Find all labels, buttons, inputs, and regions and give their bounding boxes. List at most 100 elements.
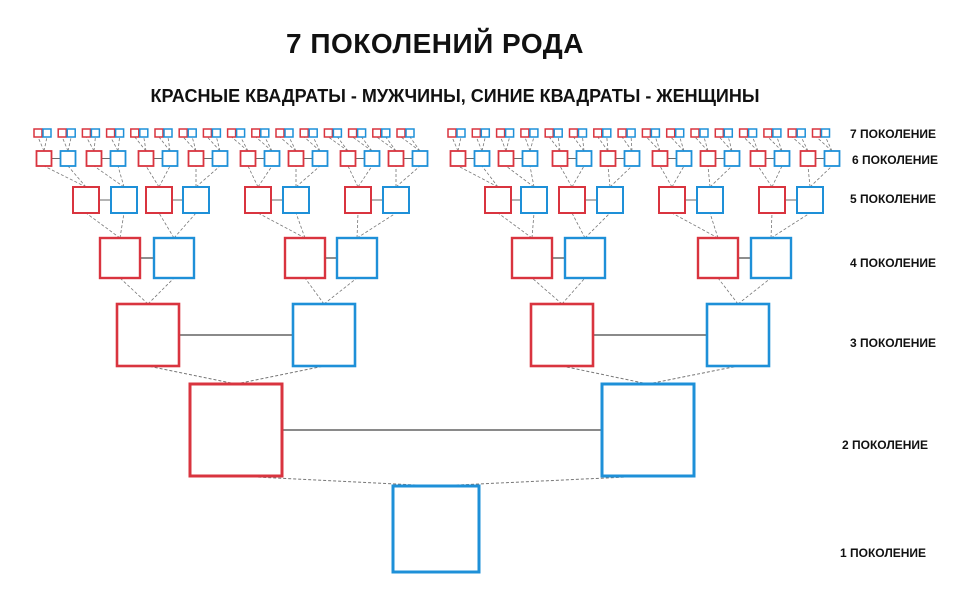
lineage-line-gen4-0-mother xyxy=(119,212,125,239)
ancestor-square-gen2-1-female xyxy=(600,382,696,478)
ancestor-square-gen7-1-female xyxy=(42,128,52,138)
lineage-line-gen5-12-mother xyxy=(671,165,685,188)
lineage-line-gen6-20-father xyxy=(548,136,561,152)
ancestor-square-gen6-21-female xyxy=(575,150,593,167)
lineage-line-gen6-9-mother xyxy=(264,136,273,152)
ancestor-square-gen5-11-female xyxy=(596,186,624,214)
lineage-line-gen5-11-mother xyxy=(609,165,633,188)
lineage-line-gen6-2-mother xyxy=(93,136,96,152)
lineage-line-gen5-8-father xyxy=(457,165,499,188)
ancestor-square-gen7-55-female xyxy=(723,128,734,138)
lineage-line-gen6-30-father xyxy=(791,136,809,152)
ancestor-square-gen7-3-female xyxy=(66,128,76,138)
ancestor-square-gen6-6-male xyxy=(187,150,205,167)
lineage-line-gen5-4-father xyxy=(247,165,259,188)
ancestor-square-gen6-12-male xyxy=(339,150,357,167)
lineage-line-gen6-7-father xyxy=(207,136,221,152)
lineage-line-gen4-2-father xyxy=(257,212,306,239)
ancestor-square-gen6-24-male xyxy=(651,150,669,167)
lineage-line-gen6-9-father xyxy=(255,136,273,152)
lineage-line-gen4-6-mother xyxy=(709,212,719,239)
lineage-line-gen2-0-father xyxy=(147,365,237,385)
lineage-line-gen6-4-mother xyxy=(143,136,147,152)
ancestor-square-gen4-0-male xyxy=(98,236,142,280)
lineage-line-gen6-15-mother xyxy=(409,136,421,152)
lineage-line-gen4-1-mother xyxy=(173,212,197,239)
lineage-line-gen6-12-mother xyxy=(337,136,349,152)
lineage-line-gen6-29-father xyxy=(767,136,783,152)
ancestor-square-gen4-1-female xyxy=(152,236,196,280)
color-legend-subtitle: КРАСНЫЕ КВАДРАТЫ - МУЖЧИНЫ, СИНИЕ КВАДРА… xyxy=(150,86,760,106)
ancestor-square-gen5-1-female xyxy=(110,186,138,214)
lineage-line-gen3-1-father xyxy=(304,277,325,305)
lineage-line-gen6-16-father xyxy=(451,136,459,152)
lineage-line-gen2-0-mother xyxy=(235,365,325,385)
lineage-line-gen5-9-father xyxy=(505,165,535,188)
ancestor-square-gen7-63-female xyxy=(820,128,831,138)
lineage-line-gen4-5-father xyxy=(571,212,586,239)
ancestor-square-gen7-35-female xyxy=(480,128,491,138)
lineage-line-gen4-7-father xyxy=(770,212,773,239)
lineage-line-gen5-15-father xyxy=(807,165,811,188)
lineage-line-gen6-2-father xyxy=(86,136,95,152)
lineage-line-gen4-4-mother xyxy=(531,212,535,239)
ancestor-square-gen3-3-female xyxy=(705,302,771,368)
ancestor-square-gen2-0-male xyxy=(188,382,284,478)
ancestor-square-gen6-23-female xyxy=(623,150,641,167)
ancestor-square-gen5-10-male xyxy=(558,186,586,214)
ancestor-square-gen7-60-male xyxy=(787,128,797,138)
generation-4-label: 4 ПОКОЛЕНИЕ xyxy=(850,256,937,270)
lineage-line-gen4-0-father xyxy=(85,212,121,239)
ancestor-square-gen7-29-female xyxy=(381,128,391,138)
lineage-line-gen5-1-father xyxy=(93,165,125,188)
ancestor-square-gen4-3-female xyxy=(335,236,379,280)
ancestor-square-gen6-30-male xyxy=(799,150,817,167)
ancestor-square-gen6-19-female xyxy=(521,150,539,167)
ancestor-square-gen7-27-female xyxy=(356,128,367,138)
lineage-line-gen5-4-mother xyxy=(257,165,273,188)
lineage-line-gen3-3-mother xyxy=(737,277,772,305)
ancestor-square-gen6-29-female xyxy=(773,150,791,167)
lineage-line-gen6-3-father xyxy=(110,136,119,152)
ancestor-square-gen7-50-male xyxy=(665,128,676,138)
ancestor-square-gen6-8-male xyxy=(239,150,257,167)
lineage-line-gen6-22-mother xyxy=(606,136,609,152)
lineage-line-gen6-17-mother xyxy=(481,136,486,152)
ancestor-square-gen7-45-female xyxy=(602,128,612,138)
ancestor-square-gen6-15-female xyxy=(411,150,429,167)
ancestor-square-gen7-34-male xyxy=(471,128,482,138)
lineage-line-gen6-18-mother xyxy=(505,136,510,152)
lineage-line-gen5-10-mother xyxy=(571,165,585,188)
ancestor-square-gen5-14-male xyxy=(758,186,786,214)
lineage-line-gen6-24-father xyxy=(646,136,661,152)
lineage-line-gen5-5-mother xyxy=(295,165,321,188)
lineage-line-gen5-3-mother xyxy=(195,165,221,188)
ancestor-square-gen5-7-female xyxy=(382,186,410,214)
lineage-line-gen6-18-father xyxy=(500,136,507,152)
ancestor-square-gen3-1-female xyxy=(291,302,357,368)
ancestor-square-gen7-5-female xyxy=(90,128,101,138)
ancestor-square-gen5-15-female xyxy=(796,186,824,214)
lineage-line-gen6-31-father xyxy=(816,136,833,152)
lineage-line-gen5-12-father xyxy=(659,165,673,188)
generation-5-label: 5 ПОКОЛЕНИЕ xyxy=(850,192,937,206)
lineage-line-gen6-10-mother xyxy=(288,136,297,152)
ancestor-square-gen7-43-female xyxy=(577,128,588,138)
ancestor-square-gen7-26-male xyxy=(347,128,358,138)
ancestor-square-gen7-61-female xyxy=(796,128,806,138)
lineage-line-gen6-6-mother xyxy=(191,136,197,152)
ancestor-square-gen7-18-male xyxy=(251,128,261,138)
lineage-line-gen6-4-father xyxy=(134,136,147,152)
lineage-line-gen6-3-mother xyxy=(117,136,120,152)
ancestor-square-gen7-6-male xyxy=(105,128,116,138)
ancestor-square-gen7-21-female xyxy=(284,128,294,138)
ancestor-square-gen6-7-female xyxy=(211,150,229,167)
generation-6-label: 6 ПОКОЛЕНИЕ xyxy=(852,153,939,167)
lineage-line-gen5-0-mother xyxy=(67,165,87,188)
ancestor-square-gen3-2-male xyxy=(529,302,595,368)
ancestor-square-gen6-20-male xyxy=(551,150,569,167)
lineage-line-gen2-1-mother xyxy=(647,365,739,385)
ancestor-square-gen6-0-male xyxy=(35,150,53,167)
ancestor-square-gen7-42-male xyxy=(568,128,579,138)
ancestor-square-gen7-20-male xyxy=(275,128,285,138)
